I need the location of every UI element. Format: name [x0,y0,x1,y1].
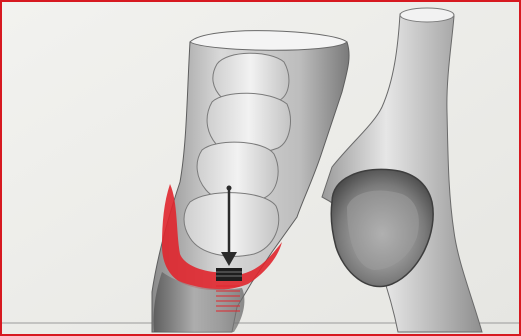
right-top-opening [400,8,454,22]
